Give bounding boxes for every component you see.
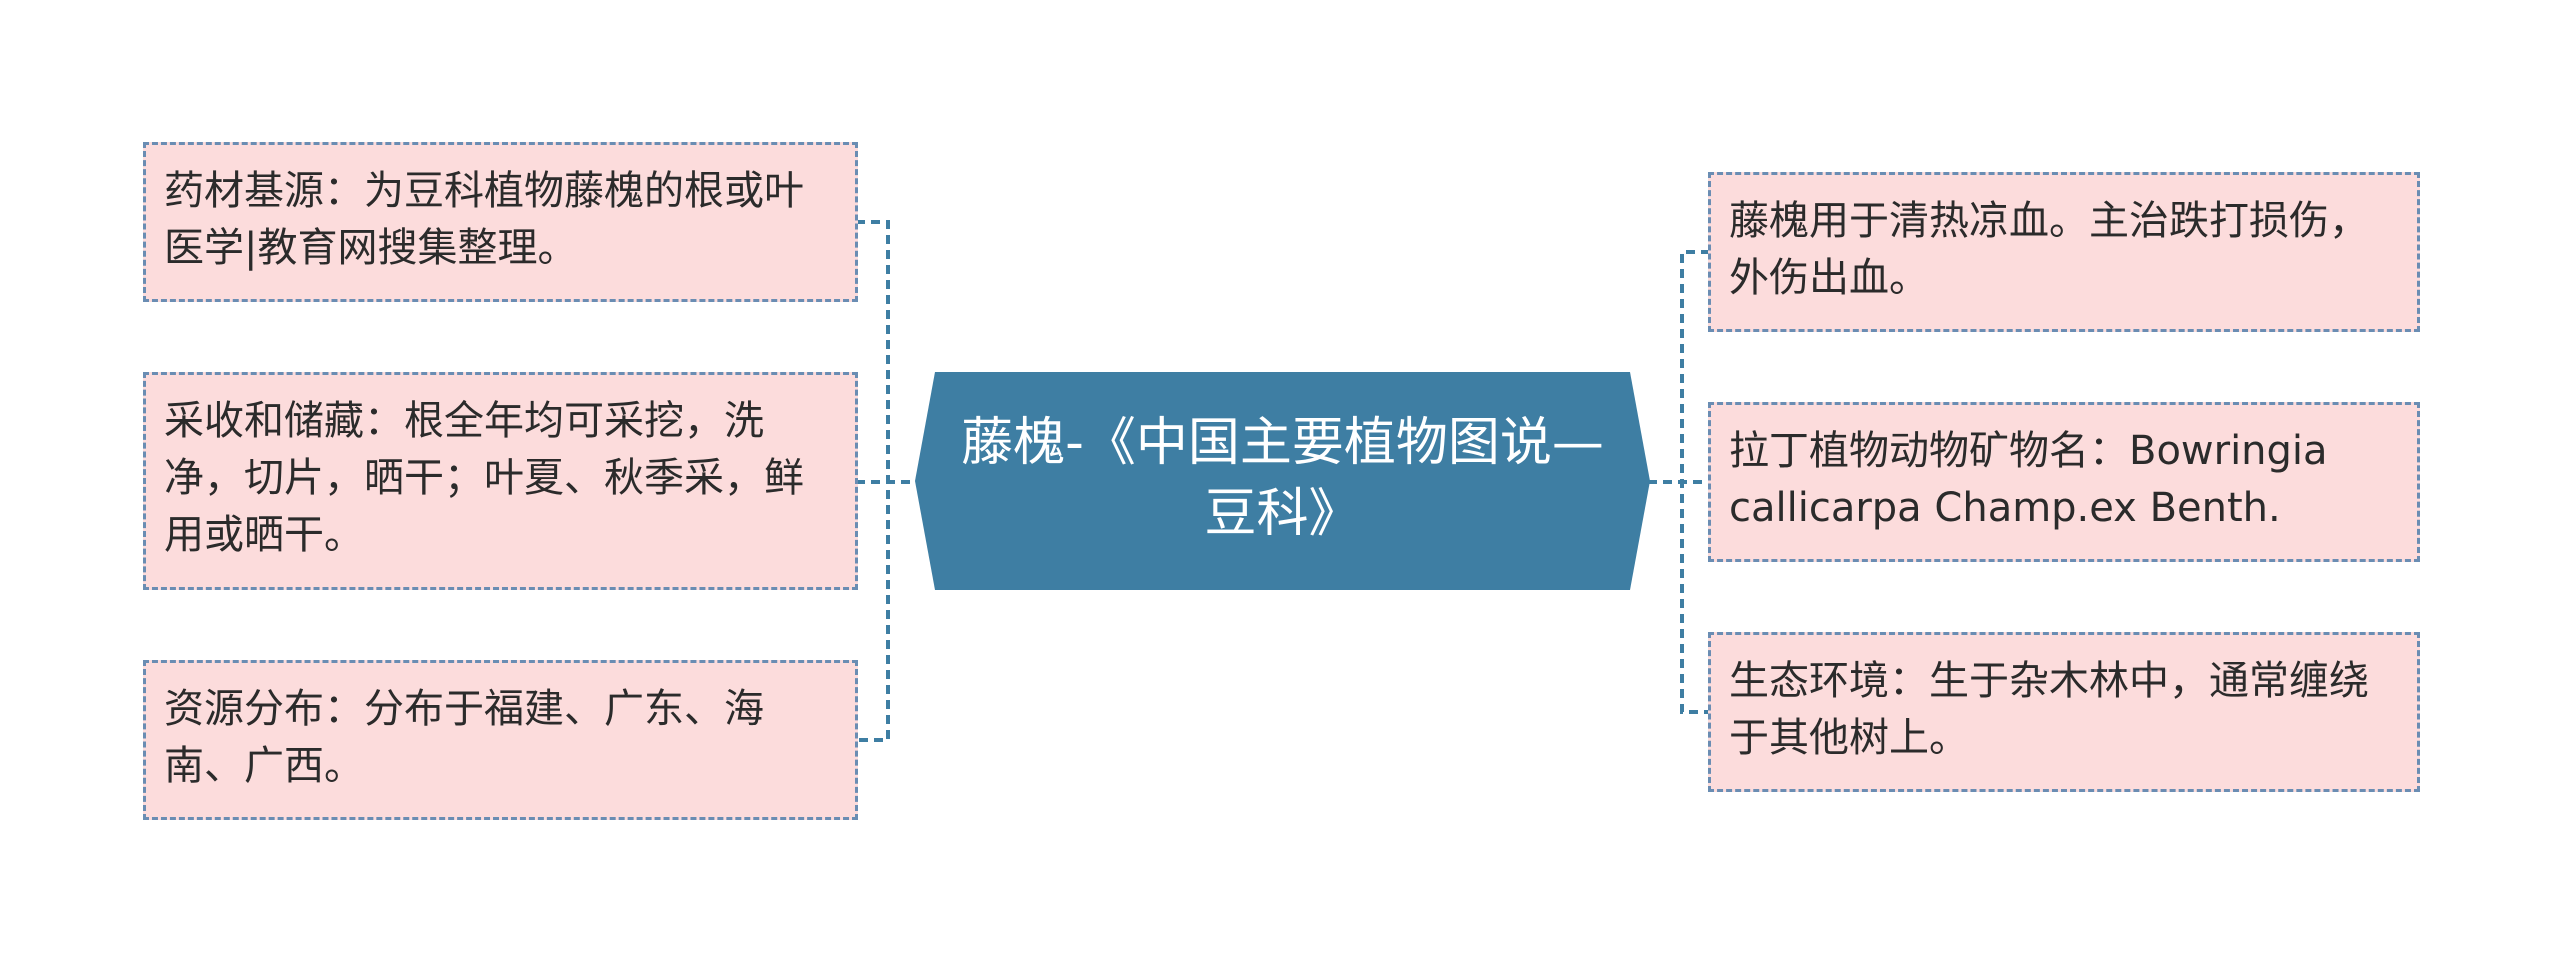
- topic-node-left-3[interactable]: 资源分布：分布于福建、广东、海南、广西。: [143, 660, 858, 820]
- topic-node-text: 采收和储藏：根全年均可采挖，洗净，切片，晒干；叶夏、秋季采，鲜用或晒干。: [164, 398, 804, 558]
- topic-node-text: 藤槐用于清热凉血。主治跌打损伤，外伤出血。: [1729, 198, 2369, 301]
- central-topic-shape: [915, 372, 1650, 590]
- topic-node-right-2[interactable]: 拉丁植物动物矿物名：Bowringia callicarpa Champ.ex …: [1708, 402, 2420, 562]
- topic-node-right-1[interactable]: 藤槐用于清热凉血。主治跌打损伤，外伤出血。: [1708, 172, 2420, 332]
- topic-node-text: 拉丁植物动物矿物名：Bowringia callicarpa Champ.ex …: [1729, 428, 2328, 531]
- topic-node-text: 资源分布：分布于福建、广东、海南、广西。: [164, 686, 764, 789]
- topic-node-text: 生态环境：生于杂木林中，通常缠绕于其他树上。: [1729, 658, 2369, 761]
- topic-node-left-2[interactable]: 采收和储藏：根全年均可采挖，洗净，切片，晒干；叶夏、秋季采，鲜用或晒干。: [143, 372, 858, 590]
- central-topic-title: 藤槐-《中国主要植物图说—豆科》: [961, 413, 1604, 544]
- topic-node-right-3[interactable]: 生态环境：生于杂木林中，通常缠绕于其他树上。: [1708, 632, 2420, 792]
- topic-node-left-1[interactable]: 药材基源：为豆科植物藤槐的根或叶医学|教育网搜集整理。: [143, 142, 858, 302]
- topic-node-text: 药材基源：为豆科植物藤槐的根或叶医学|教育网搜集整理。: [164, 168, 804, 271]
- central-topic[interactable]: 藤槐-《中国主要植物图说—豆科》: [915, 372, 1650, 590]
